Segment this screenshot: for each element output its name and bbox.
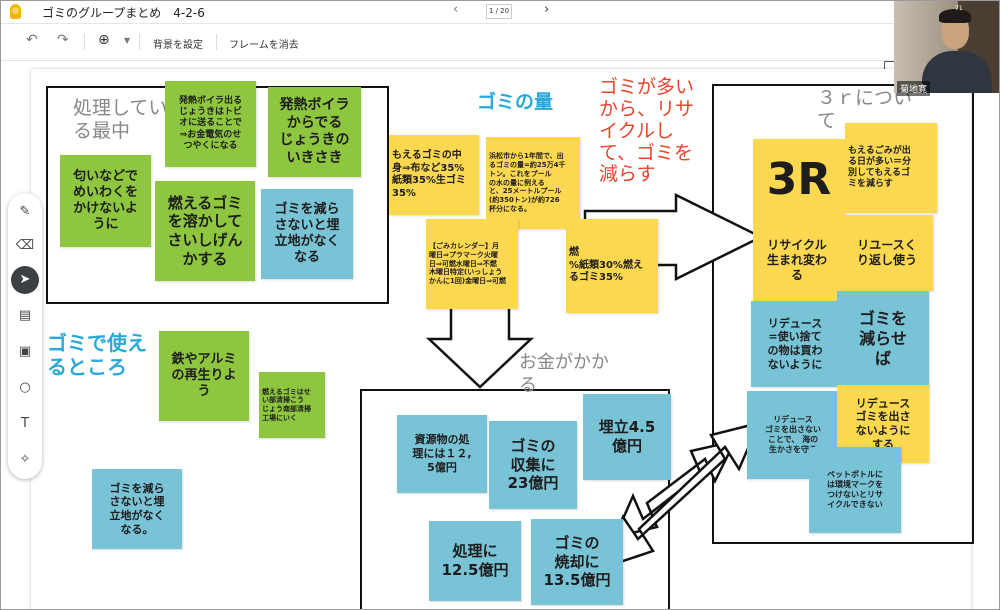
sticky-note-smell[interactable]: 匂いなどで めいわくを かけないよ うに <box>60 155 151 247</box>
image-icon[interactable]: ▣ <box>18 344 32 359</box>
caret-down-icon[interactable]: ▼ <box>124 36 131 45</box>
sticky-note-melt[interactable]: 燃えるゴミ を溶かして さいしげん かする <box>155 181 255 281</box>
three-r-frame <box>712 84 974 544</box>
label-usable-places: ゴミで使え るところ <box>47 331 147 379</box>
label-garbage-amount: ゴミの量 <box>477 91 554 113</box>
sticky-note-recycle-reborn[interactable]: リサイクル 生まれ変わ る <box>753 217 841 303</box>
sticky-note-boiler-tobi[interactable]: 発熱ボイラ出る じょうきはトビ オに送ることで ⇒お金電気のせ つやくになる <box>165 81 256 167</box>
sticky-note-3r[interactable]: 3R <box>753 139 845 219</box>
eraser-icon[interactable]: ⌫ <box>15 238 35 253</box>
sticky-note-reduce-buy[interactable]: リデュース =使い捨て の物は買わ ないように <box>751 301 839 387</box>
label-recycle-note: ゴミが多い から、リサ イクルし て、ゴミを 減らす <box>599 76 695 186</box>
jamboard-logo-icon <box>10 4 21 19</box>
pen-icon[interactable]: ✎ <box>19 204 31 219</box>
sticky-note-reuse[interactable]: リユースく り返し使う <box>841 215 933 291</box>
sticky-note-hamamatsu[interactable]: 浜松市から1年間で、出 るゴミの量=約25万4千 トン。これをプール の水の量に… <box>486 137 580 229</box>
sticky-note-paper-30[interactable]: 燃 %紙類30%燃え るゴミ35% <box>566 219 658 313</box>
chevron-right-icon[interactable]: › <box>544 2 550 17</box>
title-bar: ゴミのグループまとめ 4-2-6 ‹ 1 / 20 › <box>1 1 999 24</box>
video-count: 71 <box>955 5 963 12</box>
sticky-note-processing-cost[interactable]: 処理に 12.5億円 <box>429 521 521 601</box>
toolbar-divider <box>216 34 217 50</box>
toolbar: ↶ ↷ ⊕ ▼ 背景を設定 フレームを消去 <box>1 24 999 73</box>
sticky-note-iron-aluminum[interactable]: 鉄やアルミ の再生りよ う <box>159 331 249 421</box>
zoom-icon[interactable]: ⊕ <box>98 32 110 48</box>
toolbar-divider <box>139 34 140 50</box>
sticky-note-boiler-steam[interactable]: 発熱ボイラ からでる じょうきの いきさき <box>268 87 361 177</box>
sticky-note-landfill-cost[interactable]: 埋立4.5 億円 <box>583 394 671 480</box>
label-cost: お金がかか る <box>519 352 609 396</box>
circle-icon[interactable]: ○ <box>19 380 31 395</box>
sticky-note-icon[interactable]: ▤ <box>18 308 32 323</box>
clear-frame-button[interactable]: フレームを消去 <box>229 40 299 51</box>
undo-icon[interactable]: ↶ <box>26 32 38 48</box>
sticky-note-burnable-days[interactable]: もえるごみが出 る日が多い＝分 別してもえるゴ ミを減らす <box>845 123 937 213</box>
sticky-note-reduce-landfill-2[interactable]: ゴミを減ら さないと埋 立地がなく なる。 <box>92 469 182 549</box>
sticky-note-reduce-garbage[interactable]: ゴミを 減らせ ば <box>837 291 929 387</box>
sticky-note-burnable-plant[interactable]: 燃えるゴミはせ い部清掃こう じょう南部清掃 工場にいく <box>259 372 325 438</box>
page-indicator[interactable]: 1 / 20 <box>486 4 512 19</box>
tool-palette: ✎ ⌫ ➤ ▤ ▣ ○ T ✧ <box>8 193 42 479</box>
laser-icon[interactable]: ✧ <box>19 452 31 467</box>
set-background-button[interactable]: 背景を設定 <box>153 40 203 51</box>
participant-name: 菊地寛 <box>897 81 931 96</box>
sticky-note-calendar[interactable]: 【ごみカレンダー】月 曜日⇒プラマーク火曜 日⇒可燃水曜日⇒不燃 木曜日特定(い… <box>426 219 518 309</box>
toolbar-divider <box>84 34 85 50</box>
text-box-icon[interactable]: T <box>21 416 29 431</box>
label-processing: 処理してい る最中 <box>73 97 168 142</box>
label-about-3r: ３ｒについ て <box>817 87 913 132</box>
sticky-note-burnable-content[interactable]: もえるゴミの中 身⇒布など35% 紙類35%生ゴミ 35% <box>389 135 479 215</box>
sticky-note-reduce-landfill-1[interactable]: ゴミを減ら さないと埋 立地がなく なる <box>261 189 353 279</box>
video-person-body <box>922 51 992 93</box>
document-title[interactable]: ゴミのグループまとめ 4-2-6 <box>42 6 205 20</box>
video-person-hair <box>939 9 971 23</box>
sticky-note-resource-cost[interactable]: 資源物の処 理には１２, 5億円 <box>397 415 487 493</box>
sticky-note-collection-cost[interactable]: ゴミの 収集に 23億円 <box>489 421 577 509</box>
chevron-left-icon[interactable]: ‹ <box>453 2 459 17</box>
sticky-note-pet-bottle[interactable]: ペットボトルに は環境マークを つけないとリサ イクルできない <box>809 447 901 533</box>
whiteboard-canvas[interactable]: 処理してい る最中 ゴミの量 ゴミが多い から、リサ イクルし て、ゴミを 減ら… <box>31 69 974 609</box>
participant-video <box>894 1 999 93</box>
redo-icon[interactable]: ↷ <box>57 32 69 48</box>
sticky-note-incineration-cost[interactable]: ゴミの 焼却に 13.5億円 <box>531 519 623 605</box>
select-arrow-icon[interactable]: ➤ <box>11 266 39 294</box>
